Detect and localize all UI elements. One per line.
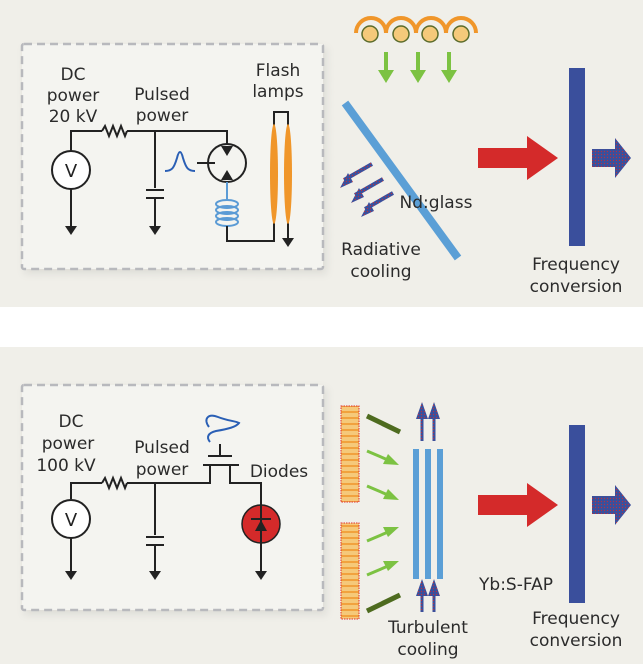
- pump-light-arrows: [365, 413, 402, 614]
- dc-label-1: DC: [61, 65, 86, 85]
- wire: [70, 130, 102, 152]
- dc-voltage-label: 100 kV: [36, 456, 96, 476]
- cooling-label-1: Turbulent: [387, 618, 468, 638]
- yb-sfap-slab: [413, 449, 419, 579]
- cooling-label-2: cooling: [350, 262, 411, 282]
- conversion-label-2: conversion: [530, 277, 623, 297]
- flash-lamp-icon: [270, 124, 278, 224]
- pulse-waveform-icon: [164, 151, 196, 172]
- gain-medium-label: Yb:S-FAP: [478, 575, 553, 595]
- frequency-converter: [569, 425, 585, 603]
- flash-lamp-icon: [284, 124, 292, 224]
- converted-beam-arrow: [592, 485, 631, 525]
- flash-label-2: lamps: [252, 82, 303, 102]
- laser-beam-arrow: [478, 483, 558, 527]
- circuit-box: [20, 383, 325, 612]
- diodes-label: Diodes: [250, 462, 308, 482]
- transistor-switch-icon: [203, 444, 262, 507]
- dc-label-2: power: [47, 86, 100, 106]
- ground-arrow-icon: [149, 226, 161, 235]
- voltage-symbol: V: [65, 510, 78, 531]
- voltage-symbol: V: [65, 161, 78, 182]
- wire: [70, 482, 102, 499]
- resistor-icon: [101, 123, 128, 139]
- dc-label-2: power: [42, 434, 95, 454]
- switch-electrode-icon: [221, 146, 233, 156]
- cooling-label-1: Radiative: [341, 240, 421, 260]
- conversion-label-1: Frequency: [532, 255, 620, 275]
- pump-light-arrows: [378, 52, 457, 83]
- pulsed-label-2: power: [136, 106, 189, 126]
- diode-array-icon: [340, 405, 360, 503]
- gain-medium-label: Nd:glass: [400, 193, 473, 213]
- nd-glass-slab: [341, 100, 462, 261]
- ground-arrow-icon: [149, 571, 161, 580]
- yb-sfap-slab: [425, 449, 431, 579]
- laser-beam-arrow: [478, 136, 558, 180]
- yb-sfap-panel: DC power 100 kV Pulsed power Diodes V: [0, 347, 643, 664]
- diode-array-icon: [340, 522, 360, 620]
- radiative-cooling-arrows: [340, 162, 394, 217]
- wire: [226, 222, 275, 242]
- ground-arrow-icon: [282, 238, 294, 247]
- converted-beam-arrow: [592, 138, 631, 178]
- ground-arrow-icon: [65, 226, 77, 235]
- dc-label-1: DC: [59, 412, 84, 432]
- yb-sfap-slab: [437, 449, 443, 579]
- ground-arrow-icon: [255, 571, 267, 580]
- flash-lamp-array-icon: [354, 16, 478, 43]
- pulsed-label-1: Pulsed: [134, 438, 190, 458]
- flash-label-1: Flash: [256, 61, 301, 81]
- circuit-box: [20, 42, 325, 271]
- conversion-label-2: conversion: [530, 631, 623, 651]
- ground-arrow-icon: [65, 571, 77, 580]
- pulsed-label-1: Pulsed: [134, 85, 190, 105]
- resistor-icon: [101, 475, 128, 491]
- dc-voltage-label: 20 kV: [49, 107, 98, 127]
- cooling-label-2: cooling: [397, 640, 458, 660]
- pulse-waveform-icon: [205, 414, 241, 443]
- turbulent-cooling-arrows: [416, 402, 440, 612]
- frequency-converter: [569, 68, 585, 246]
- pulsed-label-2: power: [136, 460, 189, 480]
- nd-glass-diagram: DC power 20 kV Pulsed power Flash lamps …: [20, 16, 631, 297]
- nd-glass-panel: DC power 20 kV Pulsed power Flash lamps …: [0, 0, 643, 307]
- diode-triangle: [255, 520, 267, 531]
- yb-sfap-diagram: DC power 100 kV Pulsed power Diodes V: [20, 383, 631, 660]
- switch-electrode-icon: [221, 170, 233, 180]
- conversion-label-1: Frequency: [532, 609, 620, 629]
- wire: [127, 130, 228, 145]
